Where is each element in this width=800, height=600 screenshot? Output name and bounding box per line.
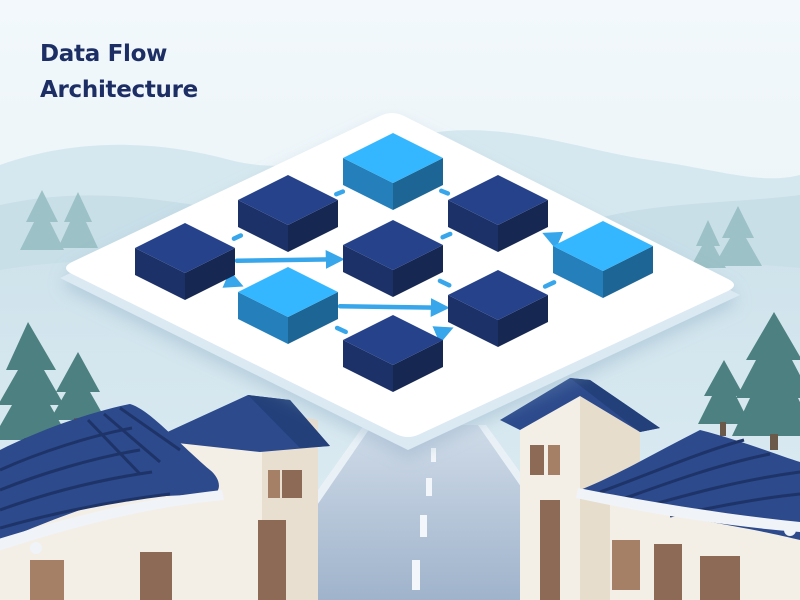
node-layer (135, 133, 653, 392)
connector-n9-n7 (334, 325, 348, 335)
connector-n7-n8 (337, 298, 450, 317)
diagram-node-n9 (343, 315, 443, 392)
node-left-face (343, 158, 393, 210)
node-top-face (343, 220, 443, 270)
houses-right (500, 378, 800, 600)
pine-trees-background (20, 190, 762, 268)
node-top-face (238, 175, 338, 225)
diagram-node-n5 (343, 220, 443, 297)
title-line-2: Architecture (40, 77, 198, 103)
connector-n2-n4 (231, 233, 244, 241)
node-top-face (448, 175, 548, 225)
node-left-face (135, 248, 185, 300)
houses-left (0, 395, 330, 600)
node-right-face (498, 295, 548, 347)
node-left-face (238, 292, 288, 344)
diagram-node-n4 (135, 223, 235, 300)
connector-n3-n5 (440, 231, 453, 240)
connector-n2-n1 (334, 189, 346, 197)
node-right-face (603, 246, 653, 298)
node-left-face (448, 295, 498, 347)
node-left-face (448, 200, 498, 252)
node-right-face (393, 158, 443, 210)
connector-n6-n3 (542, 231, 564, 250)
diagram-node-n7 (238, 267, 338, 344)
diagram-node-n8 (448, 270, 548, 347)
node-right-face (498, 200, 548, 252)
node-top-face (238, 267, 338, 317)
node-top-face (135, 223, 235, 273)
title-line-1: Data Flow (40, 41, 168, 67)
diagram-node-n2 (238, 175, 338, 252)
node-left-face (343, 245, 393, 297)
node-right-face (288, 292, 338, 344)
node-left-face (343, 340, 393, 392)
connector-n4-n5 (234, 250, 345, 269)
node-top-face (553, 221, 653, 271)
diagram-node-n3 (448, 175, 548, 252)
connector-n8-n6 (542, 280, 557, 289)
diagram-node-n1 (343, 133, 443, 210)
node-top-face (343, 133, 443, 183)
node-right-face (185, 248, 235, 300)
connector-n5-n8 (437, 278, 452, 288)
diagram-node-n6 (553, 221, 653, 298)
node-right-face (393, 245, 443, 297)
pine-trees-right (698, 312, 800, 450)
connector-n4-n7 (222, 270, 244, 288)
connector-n1-n3 (439, 188, 451, 196)
road-center-dashes (412, 448, 436, 590)
node-left-face (238, 200, 288, 252)
connector-layer (222, 188, 564, 344)
node-left-face (553, 246, 603, 298)
page-title: Data Flow Architecture (40, 36, 198, 108)
node-right-face (393, 340, 443, 392)
node-top-face (343, 315, 443, 365)
node-right-face (288, 200, 338, 252)
connector-n9-n8 (432, 326, 454, 344)
node-top-face (448, 270, 548, 320)
